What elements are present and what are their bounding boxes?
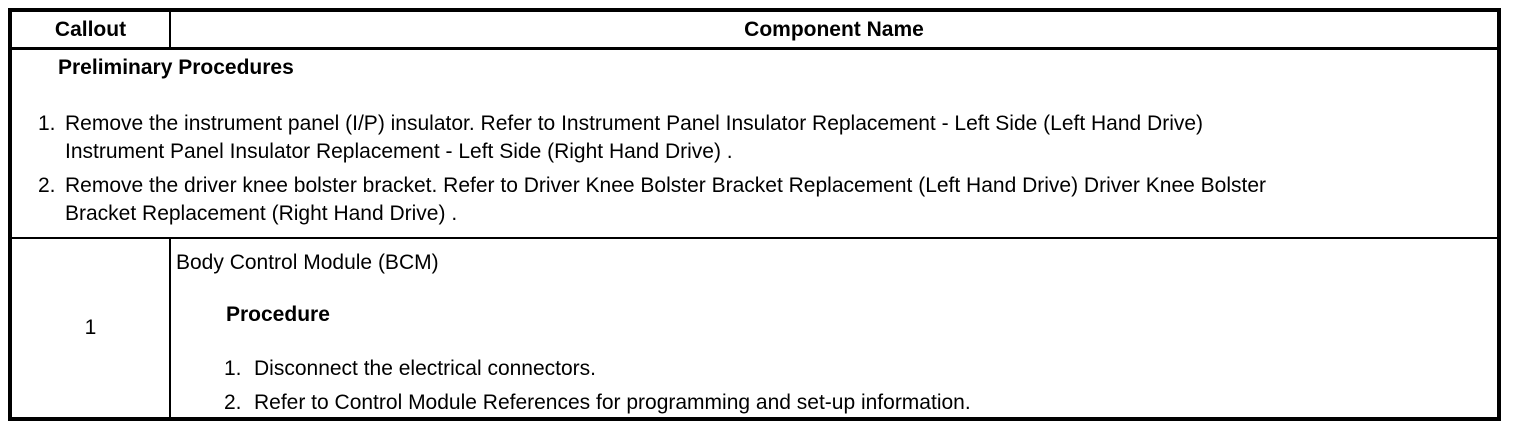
step-text: Disconnect the electrical connectors. [254, 357, 596, 380]
step-text: Remove the instrument panel (I/P) insula… [65, 112, 1204, 163]
procedure-step-1: 1. Disconnect the electrical connectors. [224, 355, 1489, 383]
step-number: 1. [38, 112, 56, 135]
step-text: Refer to Control Module References for p… [254, 391, 971, 414]
preliminary-step-2: 2. Remove the driver knee bolster bracke… [38, 172, 1487, 228]
component-cell: Body Control Module (BCM) Procedure 1. D… [171, 239, 1497, 417]
preliminary-procedures-title: Preliminary Procedures [58, 56, 294, 79]
table-header-row: Callout Component Name [12, 12, 1497, 50]
procedure-steps: 1. Disconnect the electrical connectors.… [224, 355, 1489, 417]
component-table: Callout Component Name Preliminary Proce… [8, 8, 1501, 421]
preliminary-procedures-section: Preliminary Procedures 1. Remove the ins… [12, 50, 1497, 239]
callout-column-header: Callout [12, 12, 171, 47]
component-name: Body Control Module (BCM) [176, 251, 439, 274]
preliminary-step-1: 1. Remove the instrument panel (I/P) ins… [38, 110, 1487, 166]
component-name-column-header: Component Name [744, 17, 924, 41]
step-number: 2. [224, 391, 242, 414]
step-text: Remove the driver knee bolster bracket. … [65, 174, 1266, 225]
step-number: 2. [38, 174, 56, 197]
table-row: 1 Body Control Module (BCM) Procedure 1.… [12, 239, 1497, 417]
step-number: 1. [224, 357, 242, 380]
callout-cell: 1 [12, 239, 171, 417]
procedure-title: Procedure [226, 303, 330, 326]
procedure-step-2: 2. Refer to Control Module References fo… [224, 389, 1489, 417]
